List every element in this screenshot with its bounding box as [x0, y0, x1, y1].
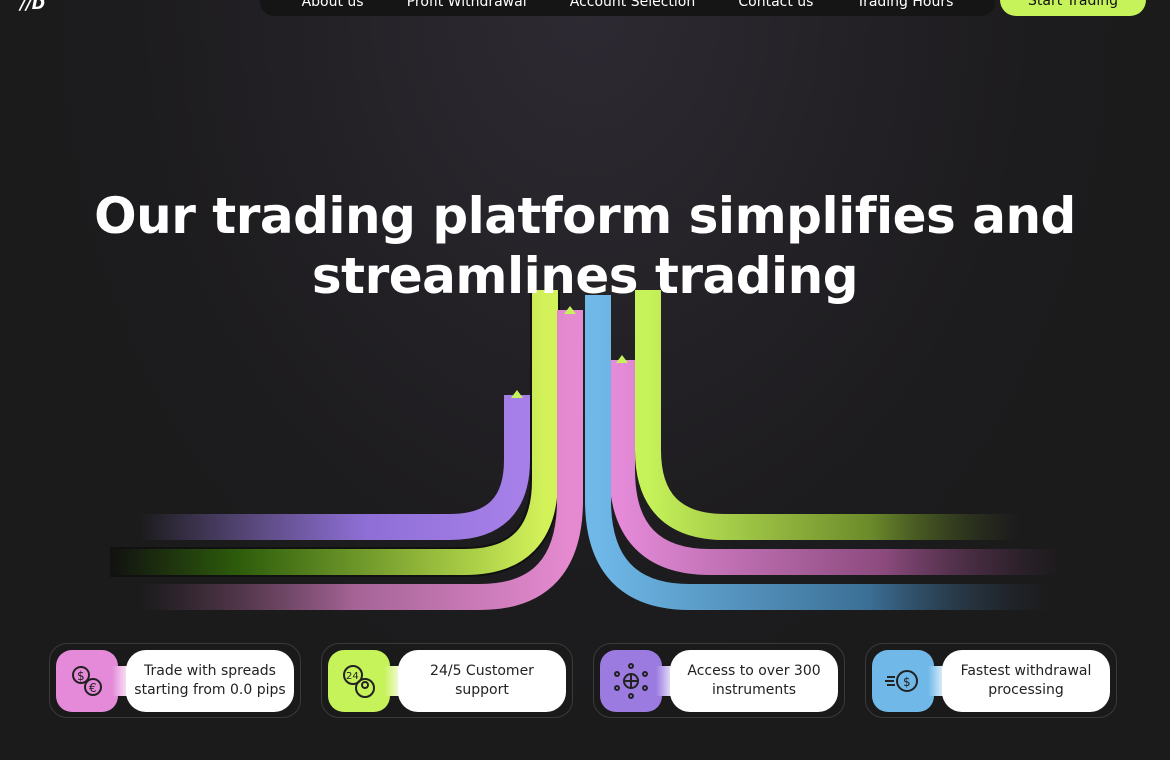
feature-label: 24/5 Customer support — [398, 650, 566, 712]
currency-exchange-icon: $€ — [56, 650, 118, 712]
start-trading-button[interactable]: Start Trading — [1000, 0, 1146, 16]
svg-text:€: € — [89, 681, 97, 695]
nav-contact-us[interactable]: Contact us — [738, 0, 814, 10]
arrow-up-icon — [564, 306, 576, 314]
feature-card-support: 24 24/5 Customer support — [321, 643, 573, 718]
hero-title-line2: streamlines trading — [311, 247, 859, 305]
nav-profit-withdrawal[interactable]: Profit Withdrawal — [406, 0, 527, 10]
svg-text:$: $ — [903, 675, 911, 689]
nav-trading-hours[interactable]: Trading Hours — [856, 0, 954, 10]
feature-card-withdrawal: $ Fastest withdrawal processing — [865, 643, 1117, 718]
arrow-up-icon — [616, 355, 628, 363]
hero-title-line1: Our trading platform simplifies and — [94, 187, 1076, 245]
svg-text:$: $ — [77, 669, 85, 683]
network-globe-icon — [600, 650, 662, 712]
svg-text:24: 24 — [346, 671, 359, 682]
feature-label: Trade with spreads starting from 0.0 pip… — [126, 650, 294, 712]
nav-about-us[interactable]: About us — [301, 0, 364, 10]
support-24-icon: 24 — [328, 650, 390, 712]
logo[interactable]: //D — [20, 0, 45, 13]
feature-card-instruments: Access to over 300 instruments — [593, 643, 845, 718]
arrow-up-icon — [511, 390, 523, 398]
top-nav: About us Profit Withdrawal Account Selec… — [260, 0, 995, 16]
feature-label: Fastest withdrawal processing — [942, 650, 1110, 712]
feature-label: Access to over 300 instruments — [670, 650, 838, 712]
nav-account-selection[interactable]: Account Selection — [569, 0, 696, 10]
fast-money-icon: $ — [872, 650, 934, 712]
feature-card-spreads: $€ Trade with spreads starting from 0.0 … — [49, 643, 301, 718]
